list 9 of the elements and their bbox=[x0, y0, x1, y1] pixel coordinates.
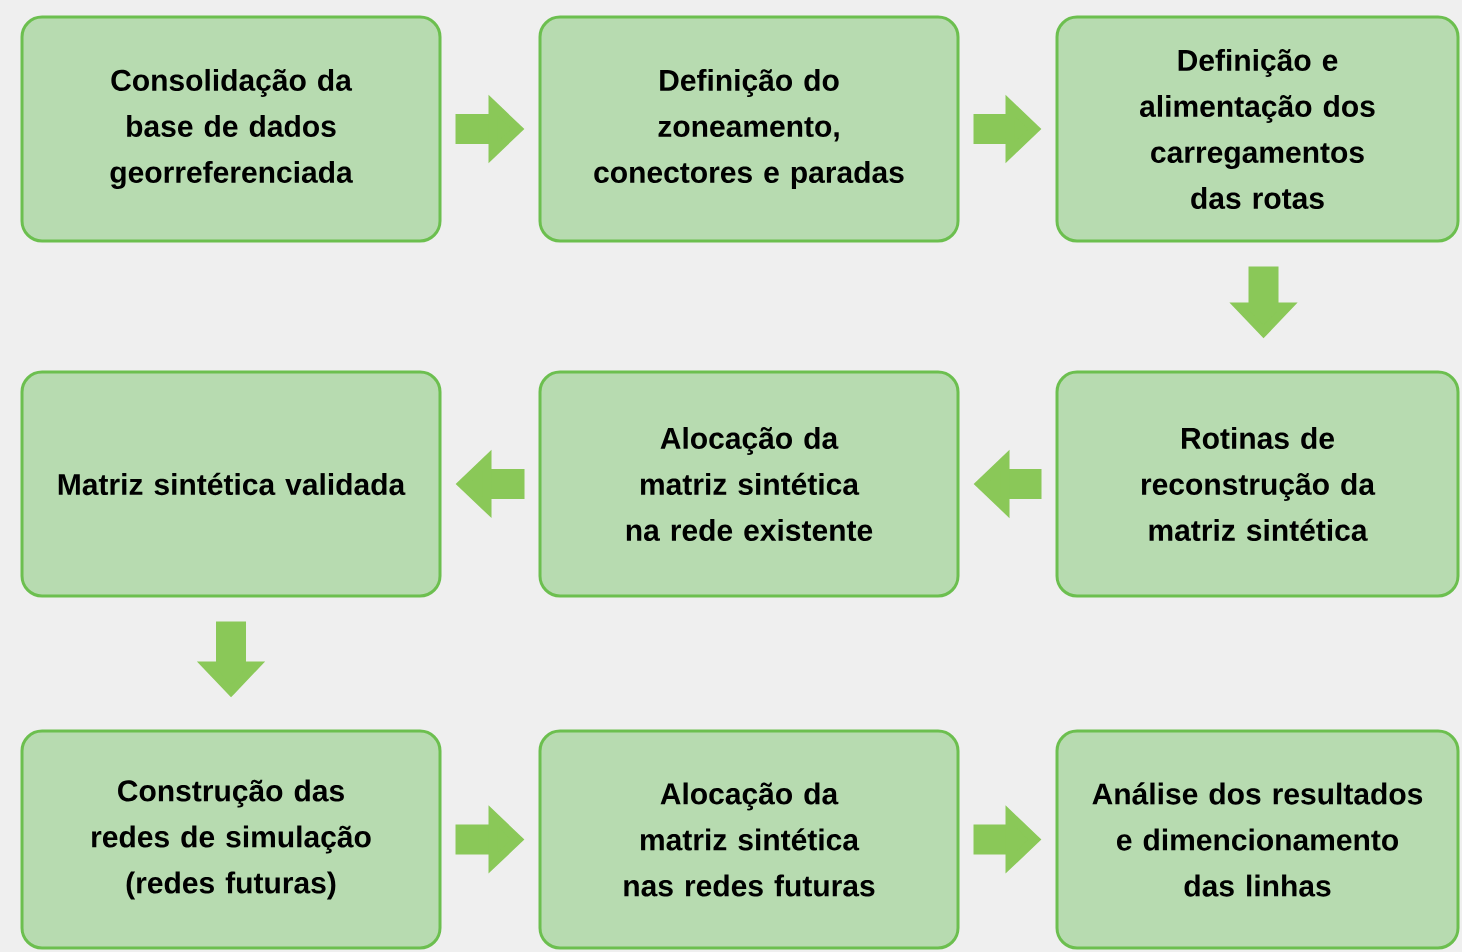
process-box: Alocação da matriz sintética nas redes futuras bbox=[538, 729, 960, 950]
process-box: Definição e alimentação dos carregamentos das rotas bbox=[1055, 15, 1460, 243]
process-box: Rotinas de reconstrução da matriz sintética bbox=[1055, 370, 1460, 598]
process-box: Definição do zoneamento, conectores e paradas bbox=[538, 15, 960, 243]
process-box: Consolidação da base de dados georreferenciada bbox=[20, 15, 442, 243]
process-box: Alocação da matriz sintética na rede existente bbox=[538, 370, 960, 598]
process-box: Matriz sintética validada bbox=[20, 370, 442, 598]
process-box: Análise dos resultados e dimencionamento das linhas bbox=[1055, 729, 1460, 950]
process-box: Construção das redes de simulação (redes futuras) bbox=[20, 729, 442, 950]
